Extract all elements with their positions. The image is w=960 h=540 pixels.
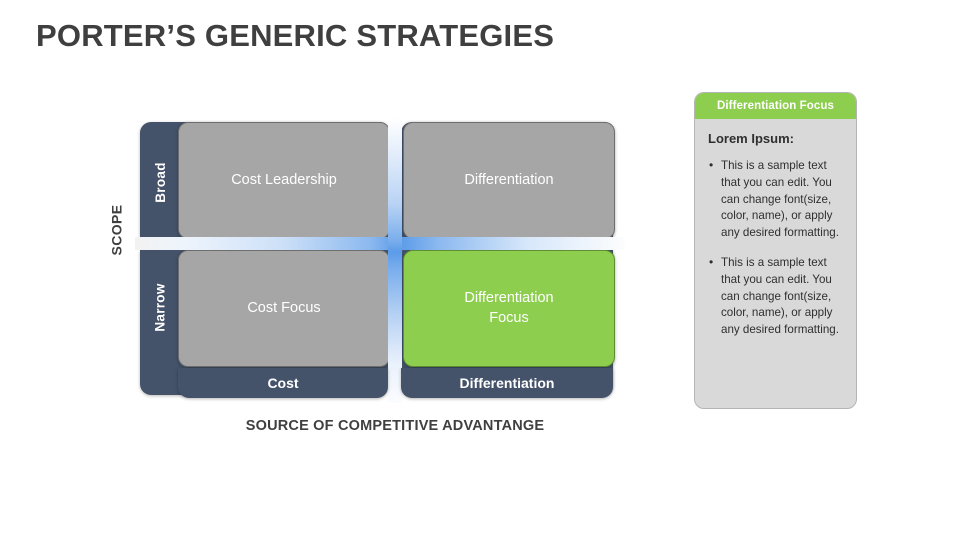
scope-tier-broad-label: Broad <box>152 162 168 203</box>
x-axis-label: SOURCE OF COMPETITIVE ADVANTANGE <box>245 418 545 434</box>
page-title: PORTER’S GENERIC STRATEGIES <box>36 18 555 53</box>
y-axis-label: SCOPE <box>96 185 136 275</box>
y-axis-label-text: SCOPE <box>108 204 125 256</box>
scope-tier-narrow: Narrow <box>140 252 180 362</box>
quadrant-cost-leadership[interactable]: Cost Leadership <box>178 122 390 239</box>
differentiation-focus-panel: Differentiation Focus Lorem Ipsum: This … <box>694 92 857 409</box>
scope-tier-broad: Broad <box>140 130 180 235</box>
panel-body: Lorem Ipsum: This is a sample text that … <box>695 119 856 349</box>
quadrant-differentiation[interactable]: Differentiation <box>403 122 615 239</box>
panel-header: Differentiation Focus <box>695 93 856 119</box>
panel-heading: Lorem Ipsum: <box>708 131 794 146</box>
list-item: This is a sample text that you can edit.… <box>708 157 844 242</box>
divider-vertical <box>388 118 402 403</box>
advantage-tier-differentiation: Differentiation <box>401 368 613 398</box>
list-item: This is a sample text that you can edit.… <box>708 254 844 339</box>
scope-tier-narrow-label: Narrow <box>152 282 168 332</box>
quadrant-cost-focus[interactable]: Cost Focus <box>178 250 390 367</box>
panel-bullet-list: This is a sample text that you can edit.… <box>708 157 844 339</box>
quadrant-differentiation-focus[interactable]: Differentiation Focus <box>403 250 615 367</box>
divider-horizontal <box>135 237 625 250</box>
advantage-tier-cost: Cost <box>178 368 388 398</box>
